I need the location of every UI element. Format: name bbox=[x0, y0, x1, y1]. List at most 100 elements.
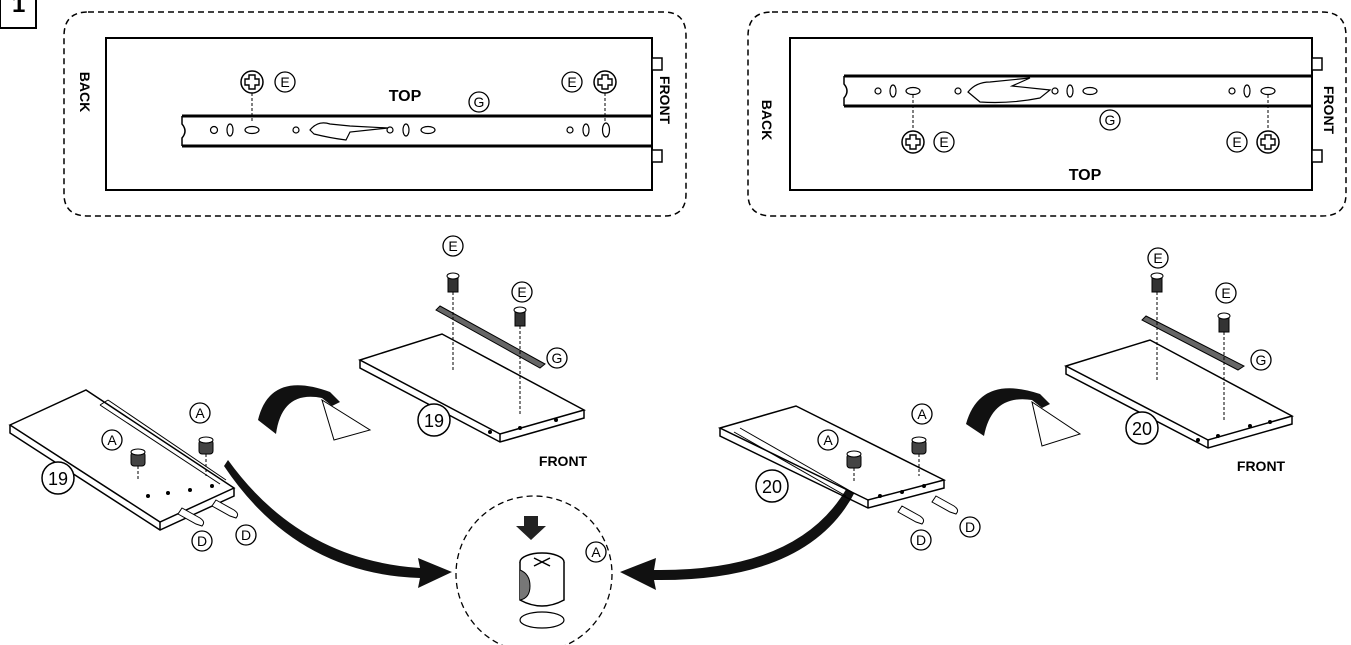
front-tab bbox=[1311, 57, 1323, 71]
drawer-rail-icon bbox=[1141, 315, 1245, 371]
front-tab bbox=[651, 57, 663, 71]
svg-text:D: D bbox=[965, 519, 975, 535]
callout-g: G bbox=[468, 91, 490, 113]
board-outline bbox=[105, 37, 653, 191]
svg-text:A: A bbox=[195, 405, 205, 421]
drawer-rail-icon bbox=[435, 305, 546, 369]
screw-icon bbox=[1217, 312, 1231, 420]
board-20-panel bbox=[1064, 339, 1294, 449]
callout-d: D bbox=[235, 524, 257, 546]
board-number-badge: 19 bbox=[41, 461, 75, 495]
front-label: FRONT bbox=[539, 453, 588, 469]
svg-text:20: 20 bbox=[762, 477, 782, 497]
svg-text:A: A bbox=[591, 544, 601, 560]
screw-icon bbox=[513, 306, 527, 414]
callout-a: A bbox=[911, 403, 933, 425]
front-label: FRONT bbox=[657, 76, 673, 125]
dowel-icon bbox=[931, 495, 959, 515]
svg-text:D: D bbox=[241, 527, 251, 543]
callout-e: E bbox=[933, 131, 955, 153]
svg-text:G: G bbox=[1256, 352, 1267, 368]
svg-text:D: D bbox=[197, 533, 207, 549]
dashed-frame bbox=[63, 11, 687, 217]
curved-arrow-icon bbox=[224, 460, 452, 588]
svg-text:G: G bbox=[1105, 112, 1116, 128]
front-tab bbox=[651, 149, 663, 163]
callout-g: G bbox=[1250, 349, 1272, 371]
assembly-left: A A D D 19 bbox=[8, 389, 257, 552]
panel-right: BACK FRONT TOP bbox=[747, 11, 1347, 217]
svg-text:E: E bbox=[1153, 250, 1162, 266]
callout-g: G bbox=[546, 347, 568, 369]
cam-fitting-icon bbox=[198, 436, 214, 476]
svg-text:E: E bbox=[448, 238, 457, 254]
callout-d: D bbox=[959, 516, 981, 538]
board-number-badge: 20 bbox=[755, 469, 789, 503]
flip-arrow-icon bbox=[966, 388, 1082, 447]
svg-text:E: E bbox=[567, 74, 576, 90]
callout-a: A bbox=[817, 429, 839, 451]
panel-left: BACK FRONT TOP bbox=[63, 11, 687, 217]
cam-fitting-icon bbox=[846, 450, 862, 482]
board-19-panel bbox=[358, 333, 586, 443]
dashed-frame bbox=[747, 11, 1347, 217]
screw-symbol-icon bbox=[593, 70, 617, 122]
drawer-rail bbox=[181, 114, 652, 148]
svg-text:19: 19 bbox=[48, 469, 68, 489]
svg-text:E: E bbox=[1221, 285, 1230, 301]
svg-text:E: E bbox=[1232, 134, 1241, 150]
screw-icon bbox=[1150, 272, 1164, 380]
assembly-right-top: E E G 20 FRONT bbox=[1064, 247, 1294, 474]
svg-text:A: A bbox=[823, 432, 833, 448]
board-number-badge: 20 bbox=[1125, 411, 1159, 445]
front-label: FRONT bbox=[1237, 458, 1286, 474]
svg-text:E: E bbox=[280, 74, 289, 90]
callout-g: G bbox=[1099, 109, 1121, 131]
callout-a: A bbox=[189, 402, 211, 424]
svg-text:E: E bbox=[517, 284, 526, 300]
flip-arrow-icon bbox=[258, 385, 372, 441]
svg-text:A: A bbox=[107, 432, 117, 448]
svg-text:E: E bbox=[939, 134, 948, 150]
top-label: TOP bbox=[389, 88, 422, 105]
cam-fitting-icon bbox=[130, 448, 146, 480]
callout-e: E bbox=[561, 71, 583, 93]
curved-arrow-icon bbox=[620, 486, 856, 590]
svg-text:19: 19 bbox=[424, 411, 444, 431]
down-arrow-icon bbox=[516, 516, 546, 540]
dowel-icon bbox=[897, 505, 925, 525]
back-label: BACK bbox=[759, 100, 775, 140]
back-label: BACK bbox=[77, 72, 93, 112]
screw-symbol-icon bbox=[901, 95, 925, 154]
screw-symbol-icon bbox=[1256, 95, 1280, 154]
drawer-rail bbox=[843, 74, 1312, 108]
svg-text:A: A bbox=[917, 406, 927, 422]
callout-d: D bbox=[191, 530, 213, 552]
dowel-icon bbox=[211, 499, 239, 519]
assembly-right: A A D D 20 bbox=[717, 403, 981, 551]
callout-e: E bbox=[1147, 247, 1169, 269]
front-tab bbox=[1311, 149, 1323, 163]
callout-a: A bbox=[101, 429, 123, 451]
screw-icon bbox=[446, 272, 460, 370]
callout-a: A bbox=[585, 541, 607, 563]
cam-fitting-icon bbox=[911, 436, 927, 476]
board-20-panel bbox=[717, 405, 947, 509]
assembly-left-top: E E G 19 FRONT bbox=[358, 235, 588, 469]
front-label: FRONT bbox=[1321, 86, 1337, 135]
screw-symbol-icon bbox=[240, 70, 264, 122]
callout-e: E bbox=[511, 281, 533, 303]
svg-text:G: G bbox=[552, 350, 563, 366]
detail-cam-fitting: A bbox=[455, 495, 613, 645]
svg-text:D: D bbox=[916, 532, 926, 548]
callout-e: E bbox=[274, 71, 296, 93]
board-outline bbox=[789, 37, 1313, 191]
svg-text:20: 20 bbox=[1132, 419, 1152, 439]
board-number-badge: 19 bbox=[417, 403, 451, 437]
dowel-icon bbox=[177, 507, 205, 527]
callout-e: E bbox=[442, 235, 464, 257]
callout-e: E bbox=[1226, 131, 1248, 153]
step-number: 1 bbox=[12, 0, 25, 18]
callout-d: D bbox=[910, 529, 932, 551]
